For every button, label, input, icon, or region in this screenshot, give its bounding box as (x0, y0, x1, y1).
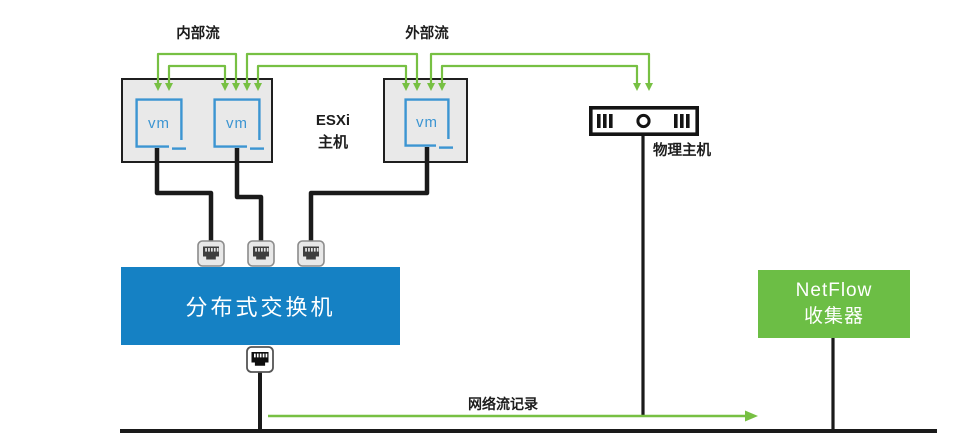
arrowhead (645, 83, 653, 91)
arrowhead (402, 83, 410, 91)
arrowhead (427, 83, 435, 91)
internal-flow-label: 内部流 (176, 26, 220, 42)
vm1-to-nic1-line (154, 148, 214, 241)
nic-port-2-icon (247, 240, 275, 267)
arrowhead (633, 83, 641, 91)
flow-arrowheads (154, 83, 653, 91)
flow-lines (156, 52, 651, 83)
physical-server-icon (589, 106, 699, 136)
server-port-bars (597, 114, 690, 128)
vm2-to-nic2-line (234, 148, 264, 241)
server-power-circle (636, 113, 651, 129)
flow-record-arrowhead (745, 410, 758, 422)
arrowhead (413, 83, 421, 91)
arrowhead (438, 83, 446, 91)
black-connectors (120, 135, 937, 433)
internal-flow-outer-line (156, 52, 238, 83)
arrowhead (154, 83, 162, 91)
esxi-host-label-line1: ESXi (315, 112, 351, 129)
vm-label: vm (226, 114, 248, 132)
esxi-host-1-box (121, 78, 273, 163)
external-flow-vm-outer-line (245, 52, 419, 83)
vm-label: vm (148, 114, 170, 132)
esxi-host-label-line2: 主机 (317, 133, 348, 151)
netflow-collector-box: NetFlow 收集器 (758, 270, 910, 338)
arrowhead (221, 83, 229, 91)
vm-2: vm (213, 98, 264, 150)
arrowhead (254, 83, 262, 91)
flow-record-label: 网络流记录 (468, 396, 538, 412)
distributed-switch-label: 分布式交换机 (185, 295, 336, 320)
external-flow-label: 外部流 (405, 26, 449, 42)
nic-port-1-icon (197, 240, 225, 267)
flow-record-arrow (268, 410, 758, 422)
distributed-switch-box: 分布式交换机 (121, 267, 400, 345)
vm-outline-icon (213, 98, 264, 150)
vm-outline-icon (404, 98, 453, 149)
esxi-host-label: ESXi 主机 (303, 110, 363, 154)
external-flow-phys-inner-line (440, 64, 639, 83)
arrowhead (165, 83, 173, 91)
nic-port-3-icon (297, 240, 325, 267)
arrowhead (243, 83, 251, 91)
external-flow-vm-inner-line (256, 64, 408, 83)
netflow-collector-label-line1: NetFlow (795, 280, 873, 302)
internal-flow-inner-line (167, 64, 227, 83)
arrowhead (232, 83, 240, 91)
vm-outline-icon (135, 98, 186, 150)
vm3-to-nic3-line (308, 147, 430, 241)
uplink-nic-port-icon (246, 346, 274, 373)
external-flow-phys-outer-line (429, 52, 651, 83)
netflow-collector-label-line2: 收集器 (803, 306, 864, 327)
vm-label: vm (416, 114, 438, 131)
vm-1: vm (135, 98, 186, 150)
physical-host-label: 物理主机 (653, 143, 711, 159)
vm-3: vm (404, 98, 453, 149)
